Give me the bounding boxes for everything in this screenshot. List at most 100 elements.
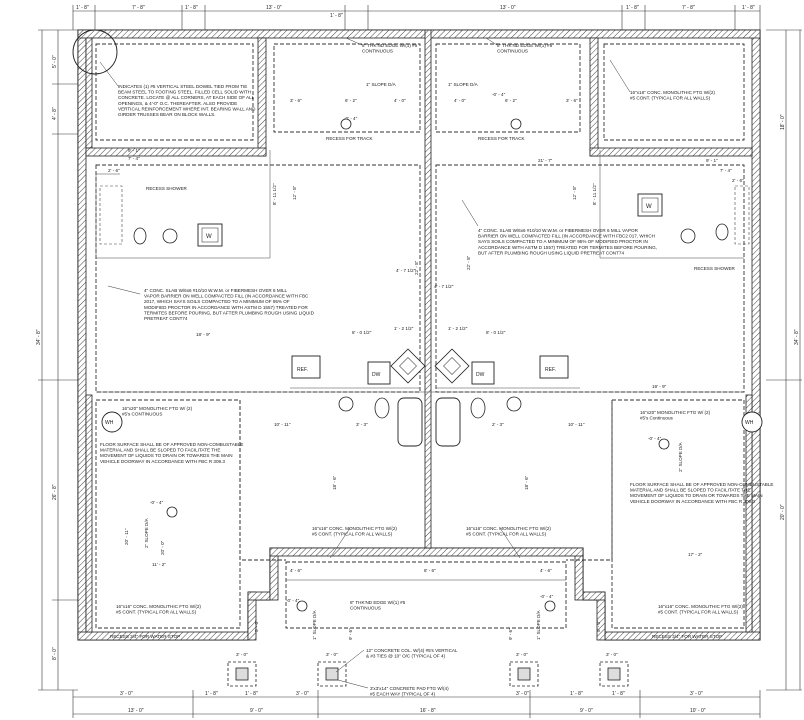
- inner-dim-11-2: 11' - 2": [152, 562, 166, 567]
- porch-drain-right-icon: [544, 600, 556, 612]
- bot-dim-r2-1: 13' - 0": [128, 708, 144, 714]
- inner-dim-6-2-a: 6' - 2": [345, 98, 357, 103]
- inner-dim-9-6: 9' - 6": [348, 628, 353, 640]
- top-dim-7: 1' - 8": [626, 5, 639, 11]
- shower-left-icon: [99, 185, 123, 245]
- elev-b: -0' - 4": [492, 92, 506, 97]
- inner-dim-6-2-b: 6' - 2": [505, 98, 517, 103]
- inner-dim-9-6r: 9' - 6": [508, 628, 513, 640]
- wh-left-label: WH: [105, 420, 114, 426]
- slope-label-1b: 1" SLOPE D/A: [448, 82, 479, 87]
- water-heater-right: WH: [741, 411, 763, 433]
- inner-dim-3-0c: 3' - 0": [516, 652, 528, 657]
- ftg-garage-left-note: 16"x20" MONOLITHIC FTG W/ (2)#5's CONTIN…: [122, 406, 193, 417]
- inner-dim-22-8r: 22' - 8": [466, 255, 471, 270]
- leader-lines: [99, 37, 631, 689]
- track-drain-right-icon: [510, 118, 522, 130]
- garage-drain-left-icon: [166, 506, 178, 518]
- ftg-bottom-left-note: 16"x16" CONC. MONOLITHIC FTG W/(2)#5 CON…: [116, 604, 201, 615]
- inner-dim-3-6-a: 3' - 6": [290, 98, 302, 103]
- kitchen-sink-right-icon: [434, 348, 470, 384]
- exterior-walls: [77, 29, 761, 641]
- lav-left-icon: [338, 396, 354, 412]
- elev-f: -0' - 4": [540, 594, 554, 599]
- interior-lines: [95, 150, 744, 581]
- top-dim-3: 1' - 8": [185, 5, 198, 11]
- inner-dim-1-2b: 1' - 2 1/2": [448, 326, 468, 331]
- washer-right: W: [637, 193, 663, 217]
- elev-c: -0' - 4": [150, 500, 164, 505]
- left-dim-4: 26' - 8": [52, 484, 58, 500]
- refrigerator-right: REF.: [539, 355, 569, 379]
- footing-outlines: [95, 43, 745, 629]
- slab-note-left: 4" CONC. SLAB W/6x6 #10/10 W.W.M. or FIB…: [144, 288, 315, 321]
- inner-dim-8-6: 8' - 6": [424, 568, 436, 573]
- top-dim-8: 7' - 8": [682, 5, 695, 11]
- left-dim-2: 4' - 8": [52, 107, 58, 120]
- inner-dim-4-7-b: 4' - 7 1/2": [434, 284, 454, 289]
- kitchen-sink-left-icon: [390, 348, 426, 384]
- ref-right-label: REF.: [545, 367, 556, 373]
- inner-dim-18-9: 18' - 9": [196, 332, 211, 337]
- ftg-mid-left-note: 16"x16" CONC. MONOLITHIC FTG W/(2)#5 CON…: [312, 526, 397, 537]
- inner-dim-7-4r: 7' - 4": [720, 168, 732, 173]
- top-dim-4: 13' - 0": [266, 5, 282, 11]
- bathtub-left-icon: [397, 397, 423, 447]
- inner-dim-3-6-b: 3' - 6": [566, 98, 578, 103]
- inner-dim-5-0r: 5' - 0": [596, 620, 601, 632]
- bot-dim-r2-5: 10' - 0": [690, 708, 706, 714]
- inner-dim-8-0a: 8' - 0 1/2": [352, 330, 372, 335]
- dowel-indicator-circle: [72, 29, 118, 75]
- inner-dim-9-1r: 9' - 1": [706, 158, 718, 163]
- ref-left-label: REF.: [297, 367, 308, 373]
- floor-note-left: FLOOR SURFACE SHALL BE OF APPROVED NON-C…: [100, 442, 243, 464]
- inner-dim-2-6: 2' - 6": [108, 168, 120, 173]
- track-drain-left-icon: [340, 118, 352, 130]
- right-dimension-string: 18' - 0" 34' - 8" 20' - 0": [766, 29, 802, 691]
- inner-dim-2-6r: 2' - 6": [732, 178, 744, 183]
- bot-dim-r2-4: 9' - 0": [580, 708, 593, 714]
- garage-drain-right-icon: [658, 438, 670, 450]
- inner-dim-4-6r: 4' - 6": [540, 568, 552, 573]
- bot-dim-3: 1' - 8": [245, 691, 258, 697]
- svg-text:INDICATES (1) #5 VERTICAL STEE: INDICATES (1) #5 VERTICAL STEEL DOWEL TI…: [118, 84, 256, 117]
- elev-e: -0' - 4": [286, 598, 300, 603]
- right-dim-3: 20' - 0": [780, 504, 786, 520]
- bot-dim-r2-2: 9' - 0": [250, 708, 263, 714]
- inner-dim-5-0: 5' - 0": [254, 620, 259, 632]
- toilet-center-left-icon: [374, 397, 390, 419]
- inner-dim-20-11: 20' - 11": [124, 528, 129, 545]
- bot-dim-6: 1' - 8": [570, 691, 583, 697]
- right-dim-2: 34' - 8": [794, 329, 800, 345]
- inner-dim-3-0a: 3' - 0": [236, 652, 248, 657]
- inner-dim-9-1: 9' - 1": [128, 148, 140, 153]
- recess-track-left-label: RECESS FOR TRACK: [326, 136, 374, 141]
- inner-dim-18-6: 18' - 6": [332, 475, 337, 490]
- washer-left: W: [197, 223, 223, 247]
- water-stop-right-label: RECESS 3/4" FOR WATER STOP: [652, 634, 722, 639]
- top-dim-5: 1' - 8": [330, 13, 343, 19]
- ftg-top-right-note: 16"x16" CONC. MONOLITHIC FTG W/(2)#5 CON…: [630, 90, 715, 101]
- lav-right-icon: [506, 396, 522, 412]
- bot-dim-1: 3' - 0": [120, 691, 133, 697]
- inner-dim-4-6: 4' - 6": [290, 568, 302, 573]
- dishwasher-right: DW: [471, 361, 495, 385]
- inner-dim-4-0-a: 4' - 0": [394, 98, 406, 103]
- water-heater-left: WH: [101, 411, 123, 433]
- inner-dim-4-7-a: 4' - 7 1/2": [396, 268, 416, 273]
- inner-dim-1-2a: 1' - 2 1/2": [394, 326, 414, 331]
- dw-right-label: DW: [476, 372, 485, 378]
- floor-note-right: FLOOR SURFACE SHALL BE OF APPROVED NON-C…: [630, 482, 773, 504]
- inner-dim-10-11: 10' - 11": [274, 422, 291, 427]
- inner-dim-3-3: 3' - 3": [356, 422, 368, 427]
- dw-left-label: DW: [372, 372, 381, 378]
- wh-right-label: WH: [745, 420, 754, 426]
- slope-label-1a: 1" SLOPE D/A: [366, 82, 397, 87]
- right-dim-1: 18' - 0": [780, 114, 786, 130]
- floor-drain-right-icon: [680, 228, 696, 244]
- slab-note-right: 4" CONC. SLAB W/6x6 #10/10 W.W.M. or FIB…: [478, 228, 657, 255]
- washer-left-label: W: [206, 234, 212, 240]
- inner-dim-7-4: 7' - 4": [128, 156, 140, 161]
